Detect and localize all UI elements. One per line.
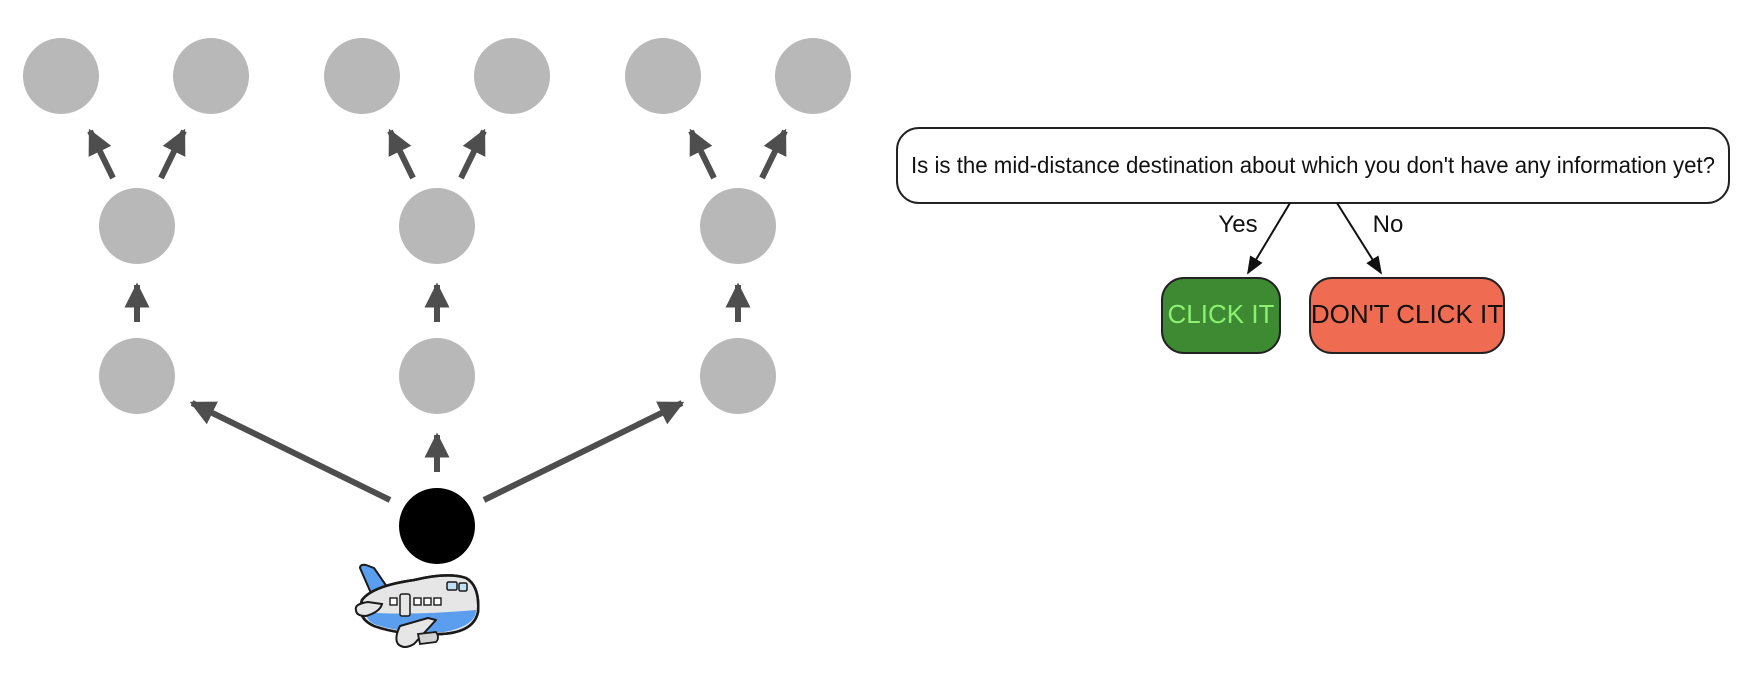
flowchart: Is is the mid-distance destination about… bbox=[896, 127, 1730, 354]
arrow-upper-left-to-leaf-2 bbox=[158, 128, 187, 180]
leaf-node-5 bbox=[625, 38, 701, 114]
upper-node-right bbox=[700, 188, 776, 264]
leaf-node-2 bbox=[173, 38, 249, 114]
upper-node-center bbox=[399, 188, 475, 264]
current-node bbox=[399, 488, 475, 564]
no-connector bbox=[1336, 202, 1382, 275]
dont-click-it-button[interactable]: DON'T CLICK IT bbox=[1309, 277, 1505, 354]
click-it-label: CLICK IT bbox=[1168, 299, 1275, 329]
no-label: No bbox=[1373, 211, 1404, 238]
arrow-upper-center-to-leaf-4 bbox=[458, 128, 487, 180]
dont-click-it-label: DON'T CLICK IT bbox=[1311, 299, 1503, 329]
arrow-root-to-mid-left bbox=[189, 400, 392, 503]
upper-node-left bbox=[99, 188, 175, 264]
mid-node-right bbox=[700, 338, 776, 414]
leaf-node-3 bbox=[324, 38, 400, 114]
question-box bbox=[896, 127, 1730, 204]
decision-tree bbox=[23, 38, 851, 648]
arrow-upper-right-to-leaf-5 bbox=[688, 128, 717, 180]
mid-node-left bbox=[99, 338, 175, 414]
arrow-upper-right-to-leaf-6 bbox=[759, 128, 788, 180]
yes-connector bbox=[1247, 202, 1291, 275]
yes-label: Yes bbox=[1218, 211, 1257, 238]
arrow-root-to-mid-right bbox=[482, 400, 685, 503]
leaf-node-6 bbox=[775, 38, 851, 114]
click-it-button[interactable]: CLICK IT bbox=[1161, 277, 1281, 354]
arrow-upper-center-to-leaf-3 bbox=[387, 128, 416, 180]
leaf-node-4 bbox=[474, 38, 550, 114]
airplane-icon bbox=[354, 563, 480, 648]
question-text: Is is the mid-distance destination about… bbox=[911, 152, 1715, 178]
mid-node-center bbox=[399, 338, 475, 414]
arrow-upper-left-to-leaf-1 bbox=[87, 128, 116, 180]
leaf-node-1 bbox=[23, 38, 99, 114]
